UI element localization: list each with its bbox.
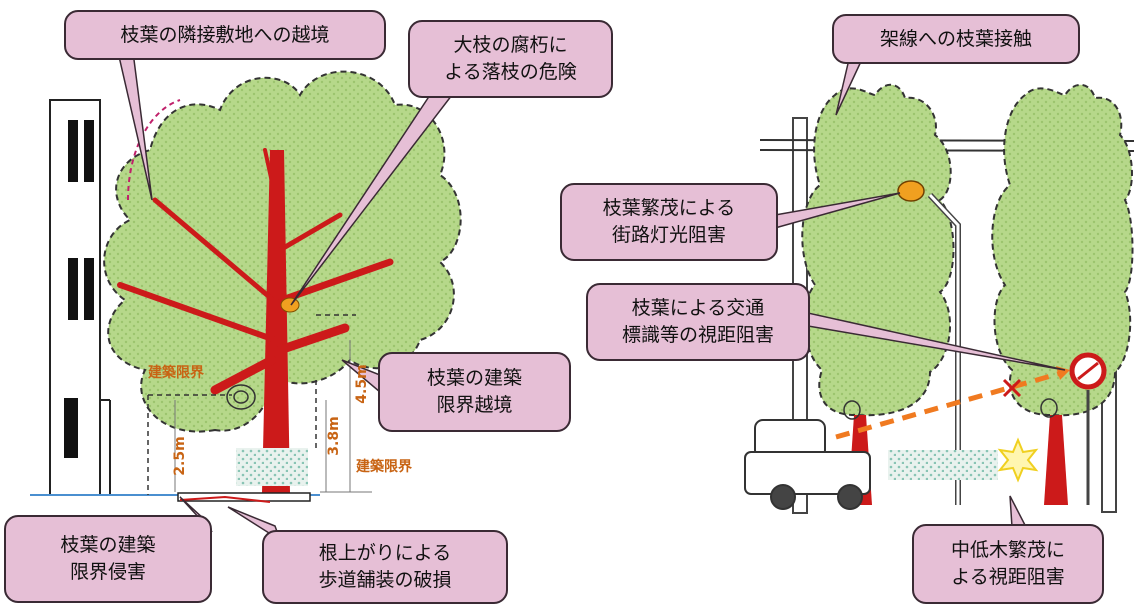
callout-sign-visibility: 枝葉による交通 標識等の視距阻害 — [586, 283, 810, 361]
vehicle — [744, 419, 871, 510]
callout-text-line2: 限界越境 — [436, 394, 513, 416]
callout-text-line2: 街路灯光阻害 — [611, 224, 726, 246]
callout-text: 架線への枝葉接触 — [879, 27, 1032, 50]
callout-text: 枝葉の隣接敷地への越境 — [120, 23, 330, 46]
callout-text-line2: よる落枝の危険 — [444, 61, 577, 83]
right-tree-crown-1 — [801, 83, 955, 417]
callout-text-line1: 枝葉繁茂による — [602, 197, 736, 219]
callout-low-tree-visibility: 中低木繁茂に よる視距阻害 — [912, 524, 1104, 604]
glare-burst-icon — [997, 437, 1039, 483]
left-tree-trunk — [262, 150, 290, 493]
right-tree-crown-2 — [991, 83, 1134, 417]
height-label-2-5m: 2.5m — [172, 436, 188, 476]
callout-building-limit-overhang: 枝葉の建築 限界越境 — [378, 352, 571, 432]
left-shrub — [236, 448, 308, 486]
callout-text-line1: 枝葉による交通 — [631, 297, 765, 319]
height-label-4-5m: 4.5m — [354, 364, 370, 404]
height-label-3-8m: 3.8m — [326, 416, 342, 456]
traffic-sign — [1069, 352, 1107, 505]
street-lamp — [897, 180, 961, 505]
callout-wire-contact: 架線への枝葉接触 — [832, 14, 1080, 64]
callout-text-line1: 根上がりによる — [318, 542, 452, 564]
callout-building-limit-intrusion: 枝葉の建築 限界侵害 — [4, 515, 212, 603]
building-limit-label-top: 建築限界 — [148, 365, 204, 381]
callout-streetlight: 枝葉繁茂による 街路灯光阻害 — [560, 183, 778, 261]
callout-root-damage: 根上がりによる 歩道舗装の破損 — [262, 530, 508, 604]
right-tree-trunk-2 — [1044, 415, 1068, 505]
callout-text-line1: 枝葉の建築 — [60, 534, 156, 556]
sight-line — [835, 369, 1066, 440]
sidewalk-pavement — [177, 492, 311, 502]
decayed-branch-knot — [280, 297, 300, 313]
callout-text-line1: 中低木繁茂に — [950, 539, 1065, 561]
callout-text-line2: 標識等の視距阻害 — [621, 324, 774, 346]
left-tree-branches — [117, 148, 394, 395]
callout-text-line2: 限界侵害 — [69, 561, 146, 583]
callout-overhang-neighbor: 枝葉の隣接敷地への越境 — [64, 10, 386, 60]
callout-text-line1: 枝葉の建築 — [426, 367, 522, 389]
callout-text-line1: 大枝の腐朽に — [453, 34, 568, 56]
building-limit-label-bottom: 建築限界 — [356, 459, 412, 475]
low-shrub-hedge — [888, 450, 998, 480]
callout-text-line2: 歩道舗装の破損 — [318, 569, 452, 591]
trunk-wound — [226, 384, 256, 410]
callout-text-line2: よる視距阻害 — [951, 566, 1065, 588]
blocked-x-icon — [1002, 378, 1022, 398]
callout-branch-decay: 大枝の腐朽に よる落枝の危険 — [408, 20, 613, 98]
right-trunk-wounds — [843, 398, 1058, 420]
building-limit-lines — [147, 314, 356, 495]
